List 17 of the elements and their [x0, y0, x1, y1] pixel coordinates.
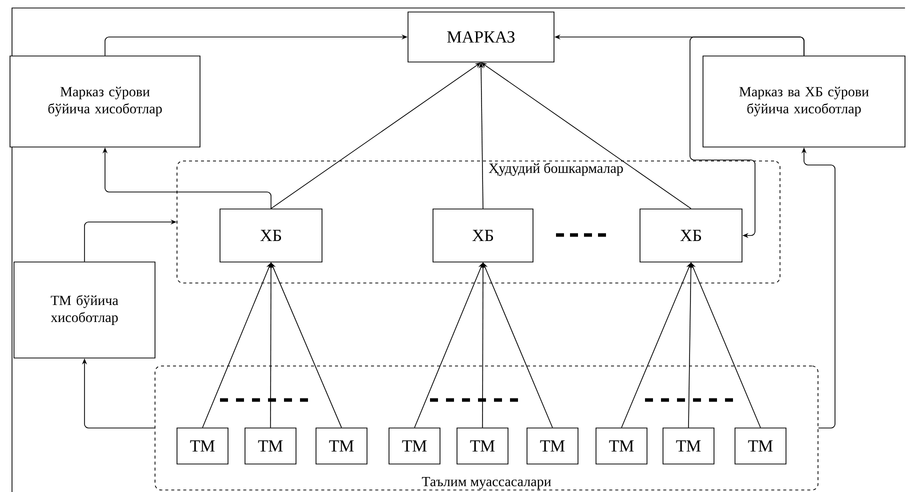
process-box: ТМ	[526, 428, 578, 464]
process-box: ТМ	[596, 428, 648, 464]
process-box: ТМ	[244, 428, 296, 464]
process-box: МАРКАЗ	[408, 12, 554, 62]
report-box: ТМ бўйича хисоботлар	[14, 262, 156, 358]
process-box: ТМ	[388, 428, 440, 464]
report-box: Марказ ва ХБ сўрови бўйича хисоботлар	[702, 56, 906, 148]
process-box: ХБ	[432, 208, 534, 262]
process-box: ТМ	[734, 428, 786, 464]
process-box: ТМ	[176, 428, 228, 464]
process-box: ХБ	[640, 208, 742, 262]
report-box: Марказ сўрови бўйича хисоботлар	[10, 56, 200, 148]
arrow	[690, 36, 804, 238]
process-box: ХБ	[220, 208, 322, 262]
process-box: ТМ	[456, 428, 508, 464]
process-box: ТМ	[662, 428, 714, 464]
process-box: ТМ	[316, 428, 368, 464]
